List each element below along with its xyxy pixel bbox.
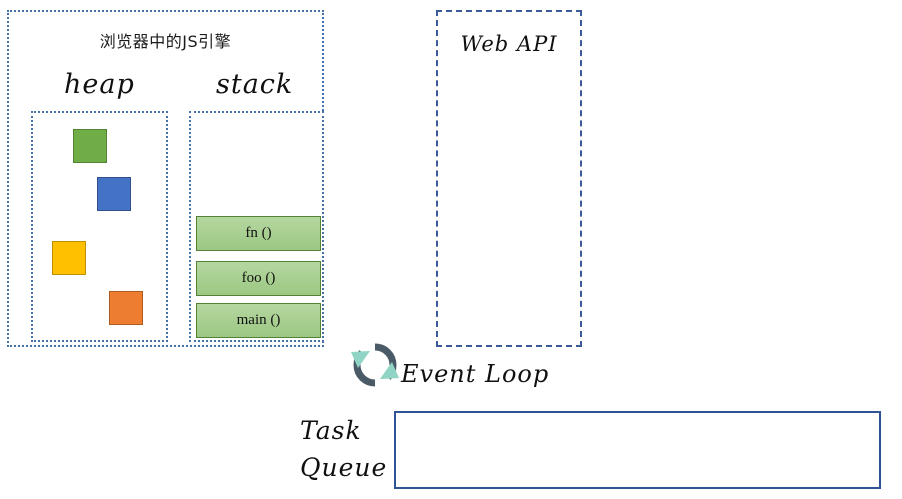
heap-object-yellow [52,241,86,275]
refresh-loop-icon [351,343,399,387]
stack-frame: foo () [196,261,321,296]
heap-object-orange [109,291,143,325]
task-queue-box [394,411,881,489]
stack-label: stack [216,69,294,100]
stack-frame: fn () [196,216,321,251]
stack-frame: main () [196,303,321,338]
event-loop-group: Event Loop [348,340,548,395]
event-loop-label: Event Loop [401,360,550,388]
heap-label: heap [64,69,135,100]
task-queue-label-line2: Queue [300,453,388,482]
web-api-box: Web API [436,10,582,347]
task-queue-label-line1: Task [300,416,362,445]
heap-box [31,111,168,342]
heap-object-green [73,129,107,163]
web-api-label: Web API [460,32,558,56]
stack-box: fn () foo () main () [189,111,324,342]
js-engine-container: 浏览器中的JS引擎 heap stack fn () foo () main () [7,10,324,347]
task-queue-label: Task Queue [300,412,390,486]
heap-object-blue [97,177,131,211]
engine-title: 浏览器中的JS引擎 [99,32,232,51]
